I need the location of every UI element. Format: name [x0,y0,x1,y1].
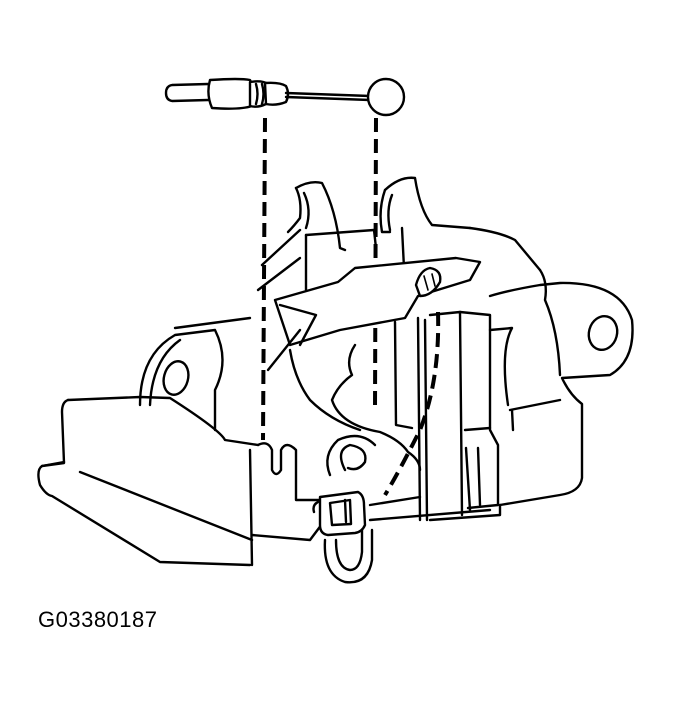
latch-body [37,176,634,567]
cable-end-fitting [164,77,372,110]
figure-id-label: G03380187 [38,607,158,632]
cable-retaining-clip [312,490,374,584]
alignment-dashed-lines [261,117,441,497]
cable-ball-end [366,77,406,117]
